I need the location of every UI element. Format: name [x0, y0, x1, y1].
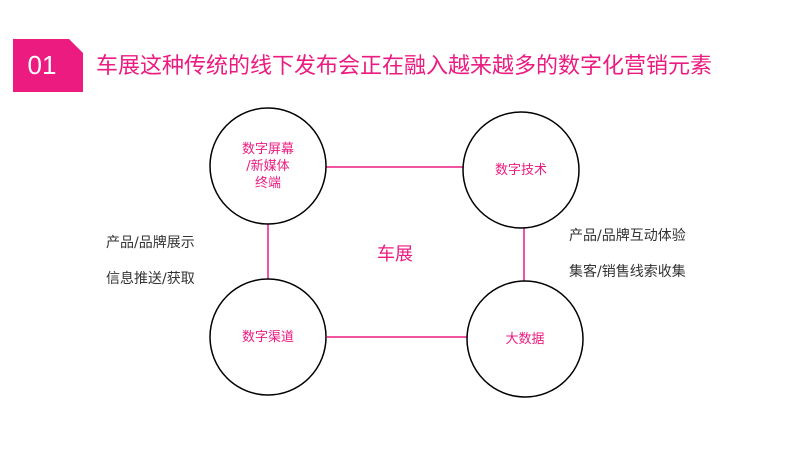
section-number: 01	[27, 50, 57, 80]
node-digital-screen: 数字屏幕 /新媒体 终端	[210, 108, 326, 224]
node-digital-channel: 数字渠道	[210, 279, 326, 395]
right-note-1: 产品/品牌互动体验	[569, 228, 686, 244]
node-digital-tech: 数字技术	[463, 112, 579, 228]
slide-title: 车展这种传统的线下发布会正在融入越来越多的数字化营销元素	[96, 54, 713, 79]
node-circle-digital-screen	[209, 107, 327, 225]
node-circle-digital-tech	[462, 111, 580, 229]
node-label-digital-tech: 数字技术	[494, 162, 547, 178]
badge-corner-fold	[69, 39, 83, 53]
right-note-2: 集客/销售线索收集	[569, 264, 686, 280]
diagram-center-label: 车展	[377, 244, 413, 265]
node-big-data: 大数据	[467, 281, 583, 397]
node-circle-big-data	[466, 280, 584, 398]
left-note-1: 产品/品牌展示	[106, 235, 195, 251]
node-label-big-data: 大数据	[505, 331, 545, 347]
node-label-digital-screen: 数字屏幕 /新媒体 终端	[241, 141, 294, 191]
left-note-2: 信息推送/获取	[106, 271, 195, 287]
section-number-badge: 01	[13, 39, 83, 92]
node-label-digital-channel: 数字渠道	[241, 329, 294, 345]
node-circle-digital-channel	[209, 278, 327, 396]
